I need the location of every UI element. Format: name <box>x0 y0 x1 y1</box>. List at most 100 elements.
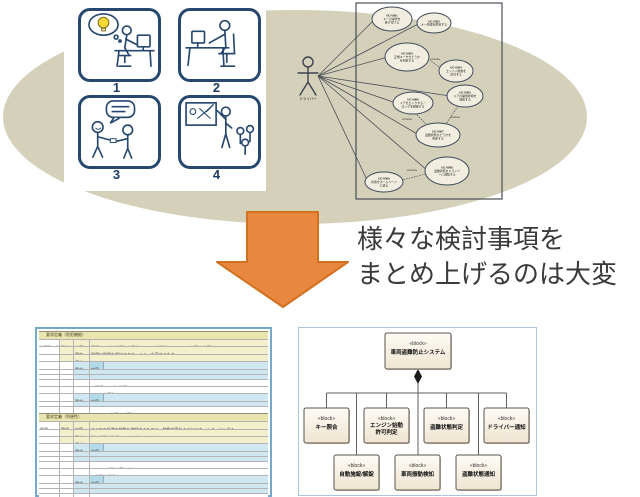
block-box: «block»盗難状態判定 <box>423 407 470 444</box>
panel-number-4: 4 <box>212 167 221 182</box>
table-row: ・状態を記録する <box>39 468 268 476</box>
table-cell: 内容 <box>73 422 89 429</box>
include-arrow <box>445 105 459 125</box>
table-row: Der: <box>39 455 268 461</box>
use-case-name: エンジン始動を <box>446 68 466 73</box>
table-cell <box>39 394 59 401</box>
table-cell: ・ドアを解錠する <box>89 387 268 394</box>
table-cell <box>59 354 73 362</box>
association-line <box>317 56 389 77</box>
include-label: «include» <box>407 169 418 172</box>
use-case-name: 許可する <box>450 71 462 76</box>
table-cell: Der: <box>89 374 268 379</box>
use-case-name: ーに通知する <box>438 171 455 176</box>
block-name: エンジン始動 <box>370 421 404 429</box>
table-cell <box>39 374 59 379</box>
down-arrow-icon <box>210 210 355 310</box>
table-cell <box>39 379 59 386</box>
table-cell: 常に状態を確認できるようにするため。 <box>89 429 268 436</box>
use-case-name: 検知する <box>459 96 471 101</box>
use-case-code: UC-0009 <box>378 177 390 181</box>
panel-number-3: 3 <box>112 167 121 182</box>
table-cell <box>39 429 59 436</box>
actor-icon <box>297 56 319 96</box>
block-name: 盗難状態判定 <box>430 423 464 431</box>
table-cell <box>73 493 89 497</box>
table-cell: 盗難防止機能 <box>39 340 59 347</box>
include-label: «include» <box>450 116 461 119</box>
table-cell: 理由 <box>73 347 89 354</box>
table-cell <box>73 451 89 456</box>
table-cell: 利便 <box>39 422 59 429</box>
table-cell <box>59 401 73 406</box>
table-row: 備考 <box>39 353 268 362</box>
association-line <box>317 75 451 97</box>
use-case-code: UC-0005 <box>459 91 471 95</box>
comic-panel-1 <box>78 8 161 82</box>
table-row: 利便要求内容すべての処理の状態を確認するために、状態が変わるごとにホームページへ… <box>39 421 268 429</box>
table-row: 盗難防止機能要求内容正規ユーザと判断した場合に、ドアを解錠し、エンジン始動を許可… <box>39 339 268 347</box>
comic-panel-3 <box>78 95 161 169</box>
block-name: 許可判定 <box>375 428 398 436</box>
use-case-code: UC-0001 <box>386 14 398 18</box>
table-cell <box>59 483 73 488</box>
use-case-name: 盗難状態をドライバ <box>434 168 460 173</box>
table-cell <box>73 488 89 493</box>
table-cell <box>73 369 89 374</box>
table-cell <box>39 436 59 444</box>
caption-line-2: まとめ上げるのは大変 <box>357 259 618 289</box>
table-cell <box>59 387 73 394</box>
table-cell <box>39 456 59 461</box>
block-box: «block»車両盗難防止システム <box>384 332 452 370</box>
use-case-name: ロックを解除する <box>401 103 424 108</box>
table-cell: 理由 <box>73 429 89 436</box>
table-cell <box>39 476 59 483</box>
use-case-name: キーの操作を <box>383 16 400 21</box>
use-case-name: キー情報を照合する <box>421 22 447 27</box>
table-cell <box>39 483 59 488</box>
table-row: Rat: <box>39 400 268 406</box>
caption-line-1: 様々な検討事項を <box>357 224 566 254</box>
use-case-code: UC-0003 <box>401 52 413 56</box>
block-stereotype: «block» <box>498 416 515 422</box>
block-box: «block»車両振動検知 <box>394 454 441 491</box>
table-cell <box>59 347 73 354</box>
use-case-name: 盗難状態かどうかを <box>425 132 451 137</box>
table-cell: 要求 <box>59 340 73 347</box>
table-cell <box>59 444 73 451</box>
actor-label: ドライバー <box>299 96 317 101</box>
use-case-name: 判定する <box>432 135 444 140</box>
table-cell: すべての処理の状態を確認するために、状態が変わるごとにホームページへ送る。 <box>89 422 268 429</box>
block-name: 自動施錠/解錠 <box>339 470 374 478</box>
include-arrow <box>429 59 440 68</box>
use-case-name: 受け付ける <box>385 19 400 24</box>
table-row: ・ドアを解錠する <box>39 385 268 394</box>
table-cell <box>39 362 59 369</box>
block-name: 盗難状態通知 <box>462 470 496 478</box>
working-at-computer-icon <box>185 19 236 68</box>
table-cell <box>59 406 73 414</box>
table-row: Rat: <box>39 482 268 488</box>
table-cell <box>89 436 268 444</box>
table-cell <box>73 401 89 406</box>
include-label: «include» <box>430 58 441 61</box>
table-cell <box>39 469 59 476</box>
table-row: Der: <box>39 487 268 493</box>
table-row: Rat: <box>39 450 268 456</box>
table-cell <box>59 469 73 476</box>
table-row: 要求定義（防犯機能） <box>39 331 268 339</box>
table-row: 要求内容状態が変わったときに、状態の内容をホームページへ送る。 <box>39 475 268 483</box>
block-box: «block»キー照合 <box>303 407 350 444</box>
table-cell: 内容 <box>73 340 89 347</box>
comic-strip: 1 2 3 4 <box>64 4 266 191</box>
table-row: 要求内容正規ユーザと判断した場合に、ドアを解錠する。 <box>39 361 268 369</box>
block-stereotype: «block» <box>378 416 395 422</box>
table-cell <box>59 461 73 469</box>
